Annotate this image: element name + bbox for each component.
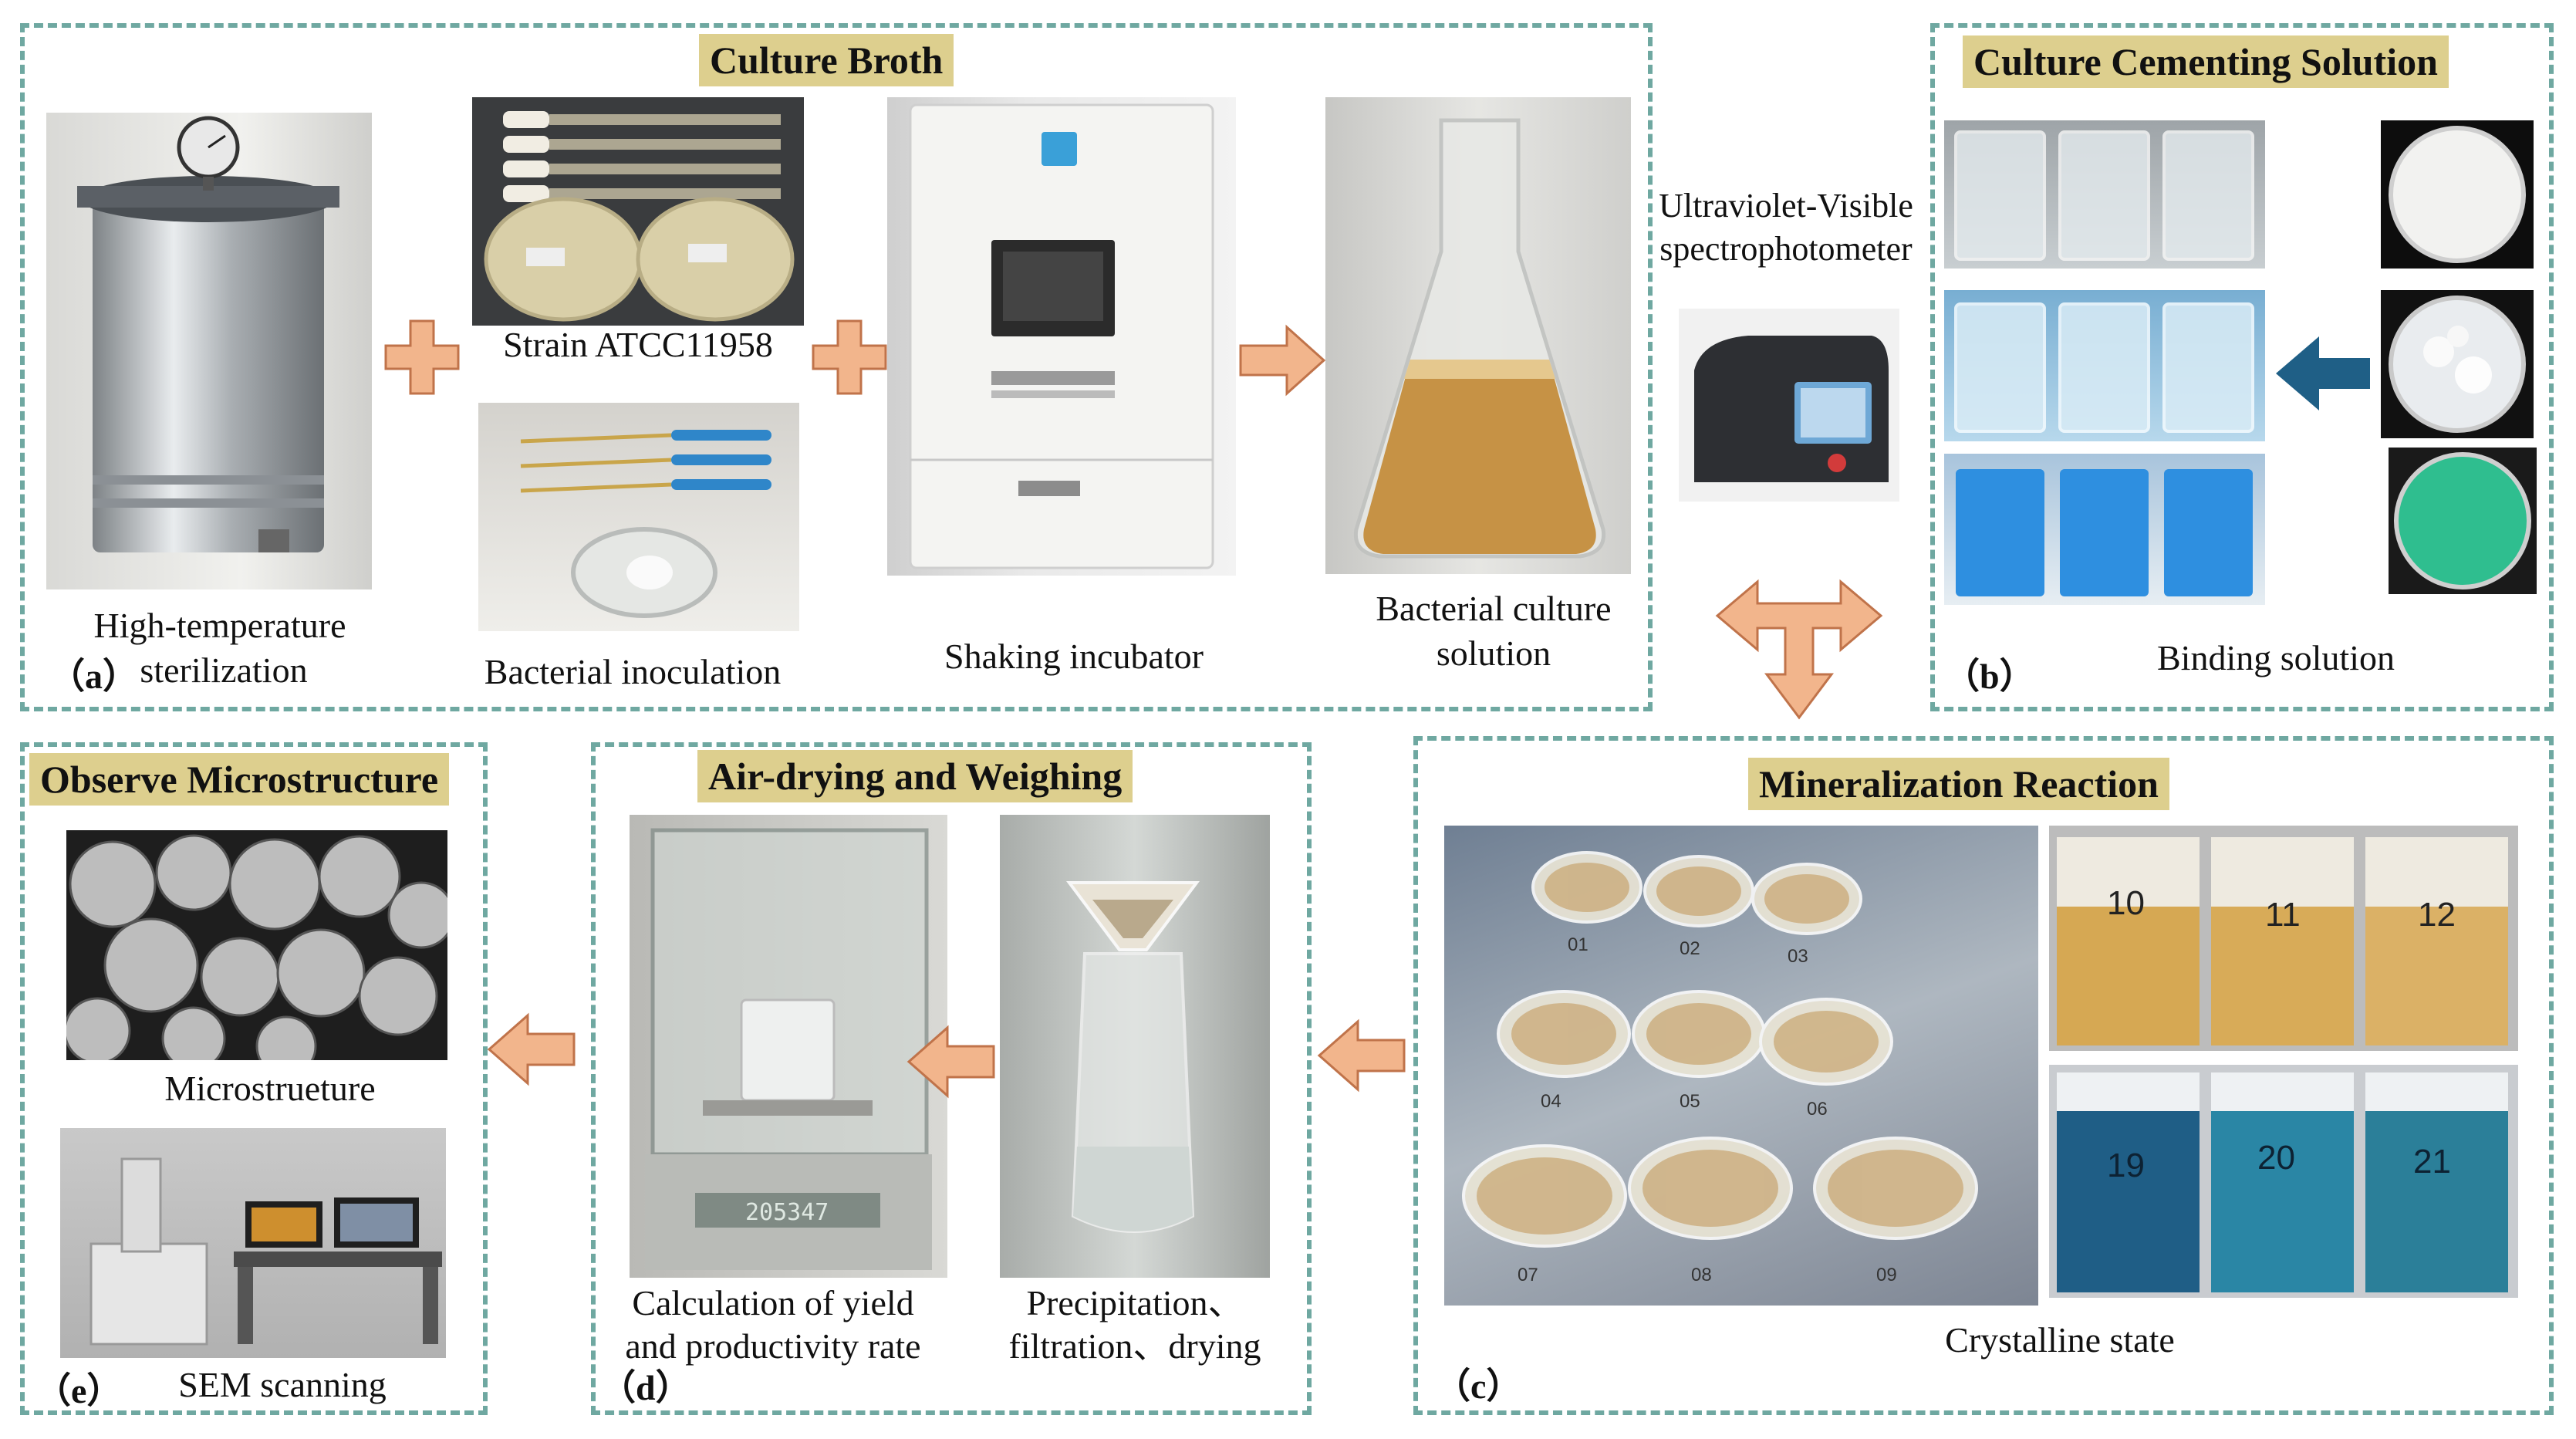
green-powder-dish-photo: [2389, 448, 2537, 594]
strain-caption: Strain ATCC11958: [503, 325, 773, 364]
plus-icon: [384, 319, 460, 395]
shaking-incubator-photo: [887, 97, 1236, 576]
microstructure-caption: Microstrueture: [164, 1069, 376, 1108]
culture-solution-caption-2: solution: [1436, 633, 1551, 673]
cup-label: 05: [1680, 1091, 1700, 1112]
precipitation-caption-2: filtration、drying: [1008, 1326, 1261, 1366]
incubator-caption: Shaking incubator: [944, 637, 1204, 676]
clear-solution-beakers-photo: [1944, 120, 2265, 269]
cup-label: 12: [2418, 896, 2456, 934]
calculation-caption-1: Calculation of yield: [632, 1283, 914, 1322]
uv-caption-2: spectrophotometer: [1659, 230, 1913, 268]
blue-beakers-photo: [1944, 454, 2265, 605]
cup-label: 07: [1518, 1265, 1538, 1285]
panel-air-drying-weighing: [591, 742, 1312, 1415]
balance-display: 205347: [745, 1199, 829, 1226]
cup-label: 02: [1680, 938, 1700, 959]
sem-scanning-caption: SEM scanning: [178, 1365, 387, 1404]
cup-label: 04: [1541, 1091, 1561, 1112]
culture-solution-caption-1: Bacterial culture: [1376, 589, 1612, 628]
panel-e-label: （e）: [35, 1371, 123, 1410]
cup-label: 06: [1807, 1099, 1828, 1120]
yellow-cups-photo: 10 11 12: [2049, 826, 2518, 1051]
panel-a-label: （a）: [49, 657, 138, 696]
cup-label: 21: [2413, 1143, 2451, 1181]
plus-icon: [812, 319, 887, 395]
cup-label: 11: [2265, 896, 2301, 934]
panel-c-label: （c）: [1435, 1366, 1522, 1406]
filtration-funnel-photo: [1000, 815, 1270, 1278]
inoculation-caption: Bacterial inoculation: [484, 652, 782, 691]
inoculation-loops-photo: [478, 403, 799, 631]
arrow-left-icon: [906, 1025, 995, 1099]
cup-label: 10: [2107, 884, 2145, 922]
sem-instrument-photo: [60, 1128, 446, 1358]
mineralization-cups-photo: 01 02 03 04 05 06 07 08 09: [1444, 826, 2038, 1306]
spectrophotometer-photo: [1679, 309, 1899, 502]
panel-d-label: （d）: [600, 1368, 691, 1407]
blue-cups-photo: 19 20 21: [2049, 1065, 2518, 1298]
calculation-caption-2: and productivity rate: [625, 1326, 921, 1366]
sterilization-caption-1: High-temperature: [93, 606, 346, 645]
arrow-left-icon: [487, 1012, 576, 1086]
crystalline-state-caption: Crystalline state: [1945, 1320, 2175, 1360]
arrow-left-icon: [1317, 1018, 1406, 1093]
cup-label: 09: [1876, 1265, 1897, 1285]
culture-flask-photo: [1325, 97, 1631, 574]
arrow-left-blue-icon: [2276, 336, 2370, 410]
cup-label: 08: [1691, 1265, 1712, 1285]
cup-label: 20: [2257, 1139, 2295, 1177]
panel-culture-broth: [20, 23, 1653, 711]
light-blue-beakers-photo: [1944, 290, 2265, 441]
panel-b-title: Culture Cementing Solution: [1963, 35, 2449, 88]
panel-culture-cementing-solution: [1930, 23, 2554, 711]
binding-solution-caption: Binding solution: [2157, 638, 2395, 677]
panel-d-title: Air-drying and Weighing: [697, 750, 1133, 802]
panel-c-title: Mineralization Reaction: [1748, 758, 2169, 810]
precipitation-caption-1: Precipitation、: [1026, 1283, 1244, 1322]
strain-tubes-photo: [472, 97, 804, 326]
uv-caption-1: Ultraviolet-Visible: [1659, 187, 1913, 225]
panel-b-label: （b）: [1944, 657, 2035, 696]
panel-mineralization-reaction: [1413, 736, 2554, 1415]
analytical-balance-photo: 205347: [630, 815, 947, 1278]
t-arrow-icon: [1715, 579, 1883, 720]
arrow-right-icon: [1239, 324, 1326, 397]
panel-e-title: Observe Microstructure: [29, 753, 450, 806]
sem-microstructure-image: [66, 830, 447, 1060]
white-powder-dish-photo: [2381, 120, 2534, 269]
cup-label: 03: [1788, 946, 1808, 967]
cup-label: 01: [1568, 934, 1588, 955]
white-crystals-dish-photo: [2381, 290, 2534, 438]
cup-label: 19: [2107, 1147, 2145, 1184]
panel-observe-microstructure: [20, 742, 488, 1415]
sterilization-caption-2: sterilization: [140, 650, 308, 690]
panel-a-title: Culture Broth: [699, 34, 954, 86]
autoclave-photo: [46, 113, 372, 589]
